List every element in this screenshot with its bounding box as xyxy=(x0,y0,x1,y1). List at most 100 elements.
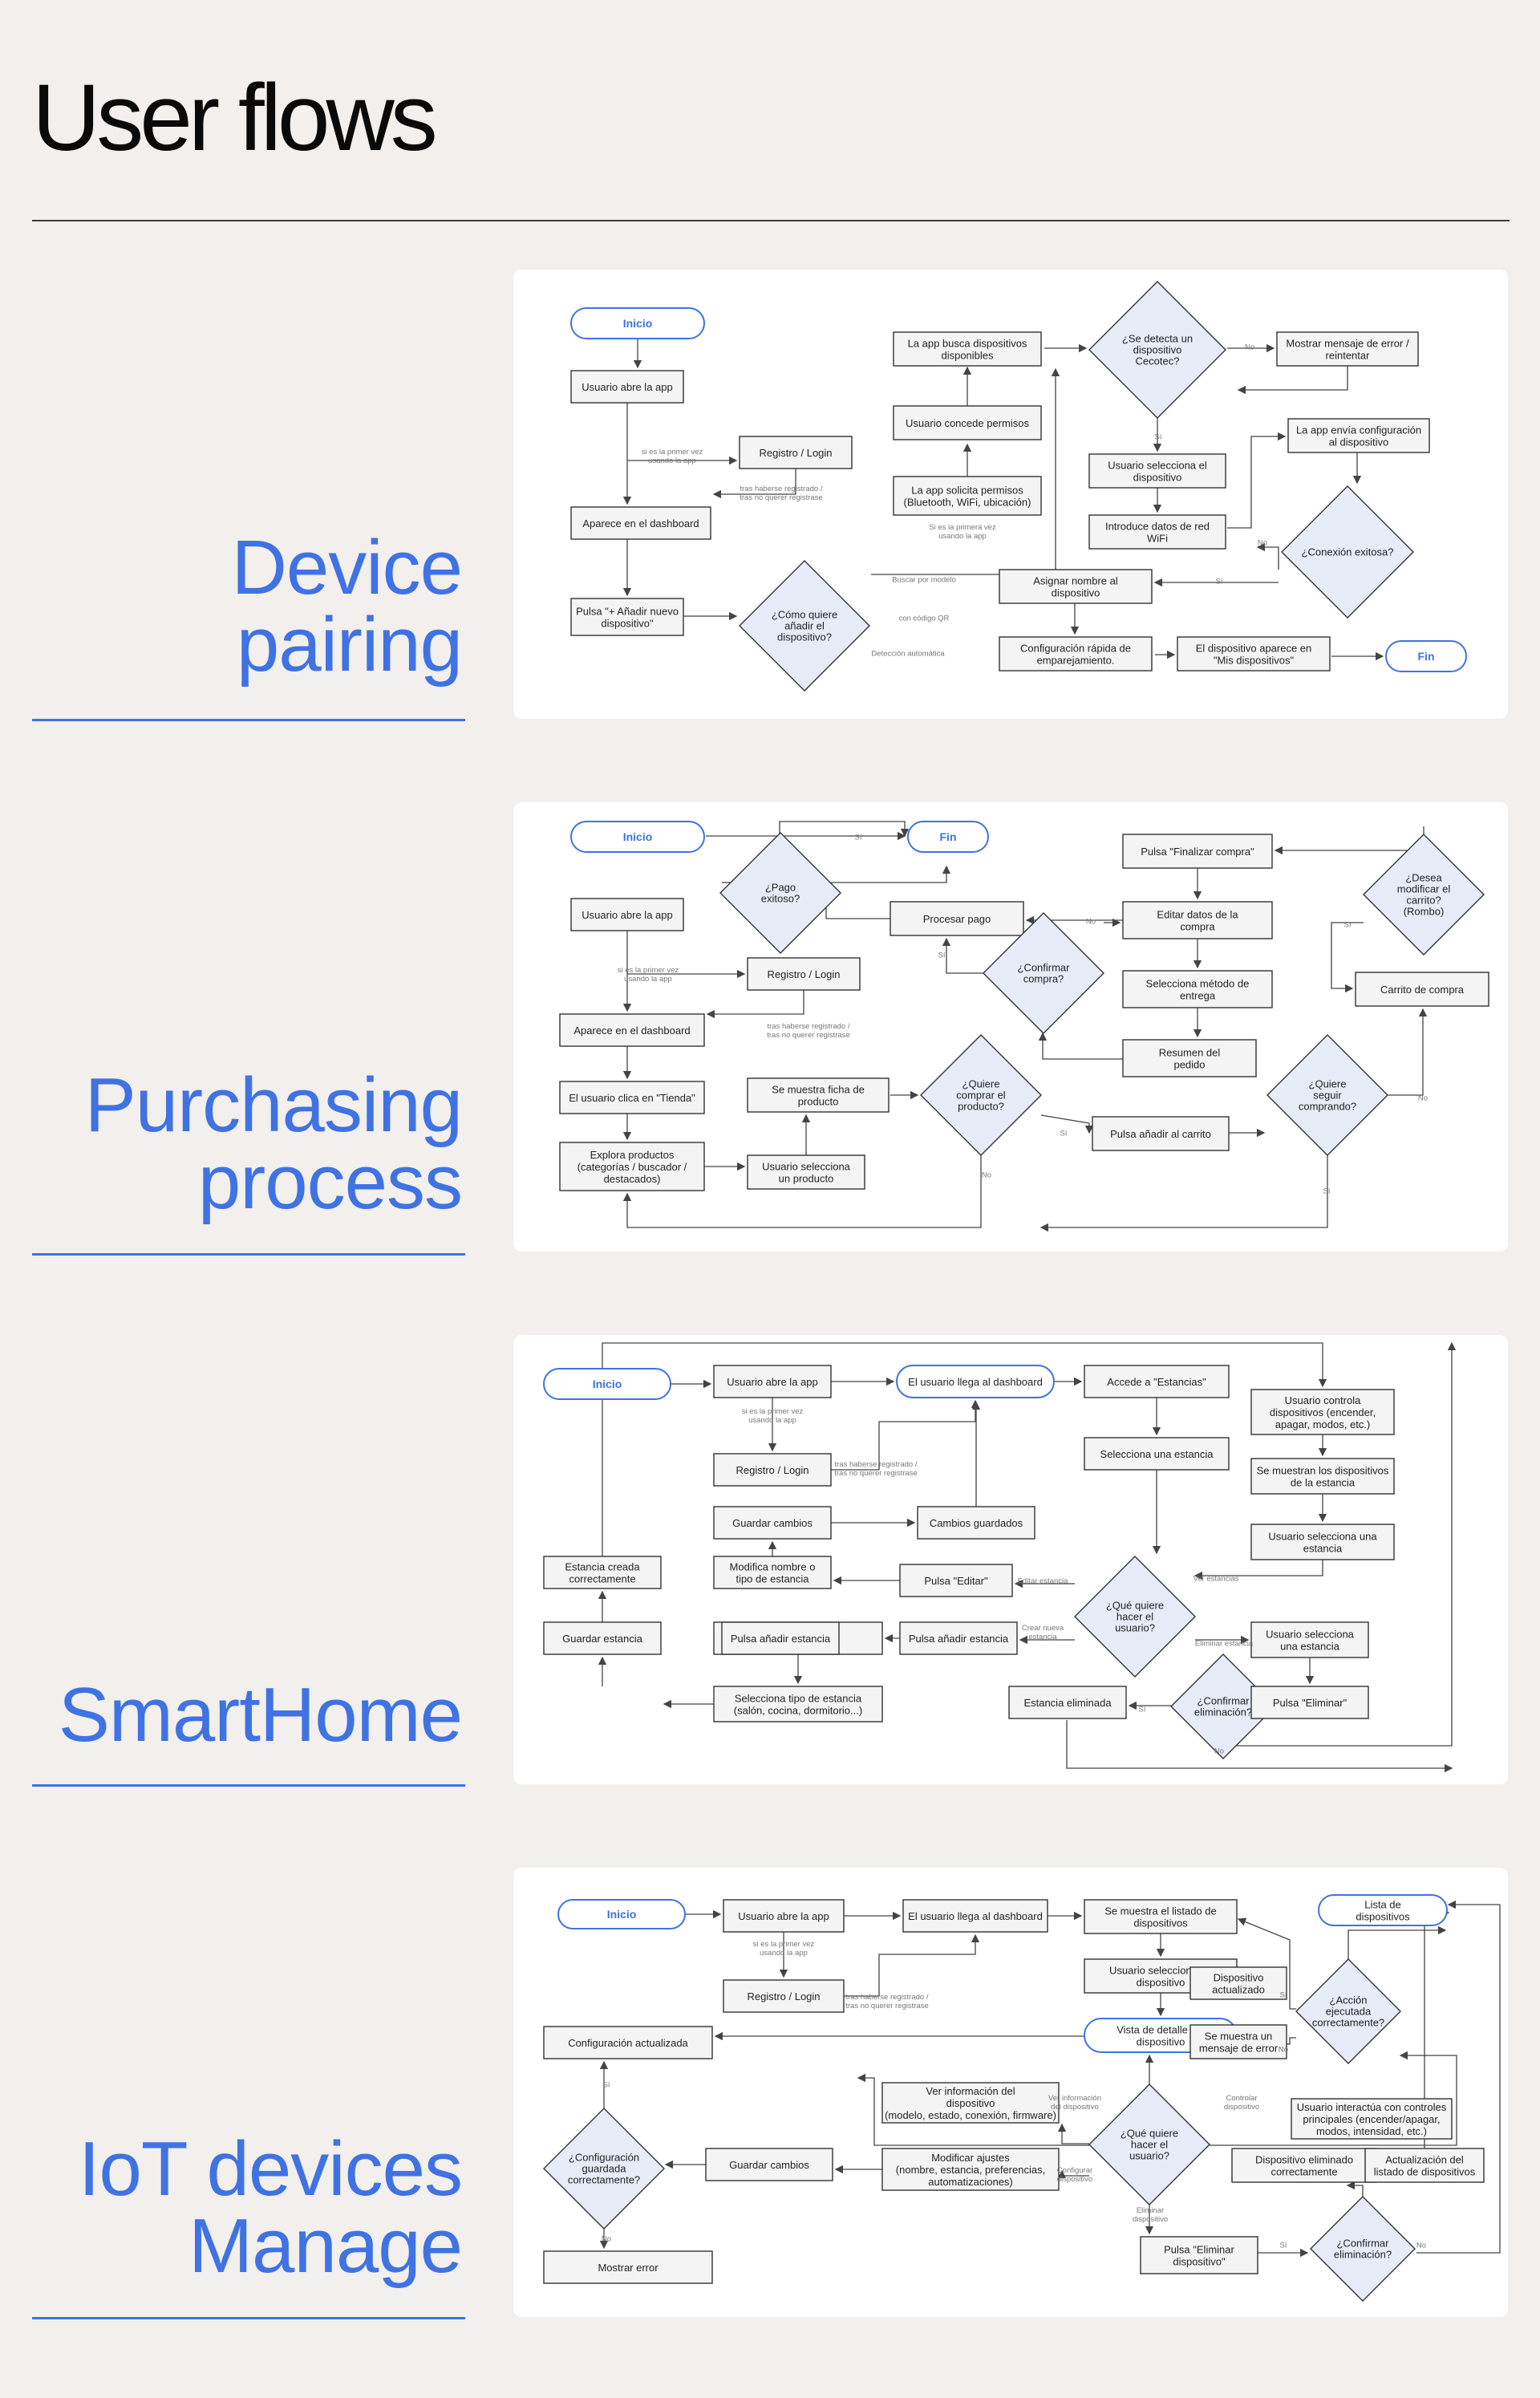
flow-connector xyxy=(1256,542,1279,570)
node-label: Registro / Login xyxy=(747,1990,820,2002)
node-label: El usuario clica en "Tienda" xyxy=(569,1092,695,1104)
edge-label: Sí xyxy=(603,2081,610,2090)
section-divider xyxy=(32,2317,465,2319)
node-label: apagar, modos, etc.) xyxy=(1275,1418,1371,1430)
node-label: Pulsa "Eliminar xyxy=(1164,2243,1234,2255)
node-label: dispositivos xyxy=(1133,1917,1188,1929)
node-label: compra xyxy=(1180,920,1215,932)
node-label: Modificar ajustes xyxy=(931,2152,1010,2164)
process-node xyxy=(1122,1039,1257,1077)
node-label: modificar el xyxy=(1397,883,1451,895)
edge-label: Sí xyxy=(938,951,946,960)
node-label: guardada xyxy=(582,2163,627,2175)
node-label: Carrito de compra xyxy=(1380,984,1465,996)
node-label: Asignar nombre al xyxy=(1033,574,1118,586)
edge-label: usando la app xyxy=(938,532,987,541)
process-node xyxy=(1250,1621,1369,1658)
node-label: Mostrar mensaje de error / xyxy=(1286,337,1409,349)
edge-label: si es la primer vez xyxy=(753,1940,815,1949)
node-label: El dispositivo aparece en xyxy=(1196,642,1312,654)
node-label: Usuario selecciona el xyxy=(1108,459,1207,471)
node-label: usuario? xyxy=(1129,2150,1169,2162)
node-label: al dispositivo xyxy=(1329,436,1388,448)
edge-label: usando la app xyxy=(624,975,672,984)
node-label: eliminación? xyxy=(1194,1706,1252,1718)
edge-label: No xyxy=(1214,1747,1224,1756)
node-label: Fin xyxy=(1418,650,1435,663)
edge-label: tras no querer registrase xyxy=(767,1031,850,1040)
node-label: destacados) xyxy=(604,1173,661,1185)
edge-label: Crear nueva xyxy=(1022,1624,1064,1633)
section-title-line: IoT devices xyxy=(78,2126,463,2212)
node-label: Accede a "Estancias" xyxy=(1107,1376,1206,1388)
node-label: La app solicita permisos xyxy=(911,484,1023,496)
process-node xyxy=(893,476,1042,516)
process-node xyxy=(881,2082,1060,2124)
process-node xyxy=(705,2148,833,2181)
node-label: emparejamiento. xyxy=(1037,654,1115,666)
process-node xyxy=(881,2148,1060,2191)
process-node xyxy=(1122,901,1273,939)
process-node xyxy=(747,1154,865,1190)
process-node xyxy=(917,1506,1035,1540)
node-label: dispositivos xyxy=(1356,1910,1410,1922)
node-label: tipo de estancia xyxy=(736,1572,809,1584)
node-label: añadir el xyxy=(784,620,825,632)
node-label: listado de dispositivos xyxy=(1374,2165,1476,2177)
edge-label: Sí xyxy=(855,834,862,842)
node-label: "Mis dispositivos" xyxy=(1214,654,1295,666)
edge-label: tras haberse registrado / xyxy=(740,485,823,493)
process-node xyxy=(747,957,861,991)
edge-label: Sí xyxy=(1139,1706,1146,1714)
node-label: (categorías / buscador / xyxy=(578,1161,687,1173)
node-label: Inicio xyxy=(593,1378,622,1390)
title-divider xyxy=(32,220,1510,221)
process-node xyxy=(1250,1458,1395,1495)
node-label: Resumen del xyxy=(1159,1046,1221,1058)
node-label: Registro / Login xyxy=(767,968,840,980)
process-node xyxy=(570,506,711,540)
node-label: WiFi xyxy=(1147,532,1168,544)
process-node xyxy=(543,2250,713,2284)
node-label: ¿Quiere xyxy=(1309,1078,1347,1090)
section-title-device-pairing: Device pairing xyxy=(232,530,463,684)
section-divider xyxy=(32,1253,465,1256)
process-node xyxy=(1084,1899,1238,1934)
node-label: Ver información del xyxy=(926,2085,1015,2097)
terminal-node xyxy=(570,307,705,339)
section-title-purchasing-process: Purchasing process xyxy=(85,1067,463,1221)
flow-connector xyxy=(1057,2169,1089,2179)
node-label: Dispositivo eliminado xyxy=(1255,2153,1353,2165)
flow-connector xyxy=(1194,1560,1323,1580)
node-label: reintentar xyxy=(1326,349,1371,361)
node-label: comprando? xyxy=(1299,1101,1356,1113)
process-node xyxy=(1287,418,1430,453)
process-node xyxy=(899,1564,1013,1597)
process-node xyxy=(1355,972,1489,1007)
node-label: estancia xyxy=(1303,1542,1343,1554)
process-node xyxy=(739,436,853,469)
node-label: mensaje de error xyxy=(1199,2042,1279,2054)
edge-label: Configurar xyxy=(1057,2166,1092,2175)
section-title-iot-devices-manage: IoT devices Manage xyxy=(78,2126,463,2285)
process-node xyxy=(890,901,1024,936)
process-node xyxy=(723,1899,845,1933)
process-node xyxy=(1189,2024,1287,2059)
node-label: disponibles xyxy=(941,349,994,361)
flow-connector xyxy=(831,1399,980,1471)
node-label: Pulsa añadir estancia xyxy=(909,1633,1009,1645)
node-label: seguir xyxy=(1313,1089,1342,1102)
flow-connector xyxy=(1040,1114,1094,1134)
section-divider xyxy=(32,1784,465,1787)
edge-label: tras haberse registrado / xyxy=(835,1460,918,1469)
terminal-node xyxy=(907,821,989,853)
edge-label: Ver estancias xyxy=(1193,1575,1238,1584)
node-label: usuario? xyxy=(1115,1622,1155,1634)
node-label: Registro / Login xyxy=(759,447,832,459)
section-title-line: SmartHome xyxy=(58,1672,463,1758)
node-label: Guardar cambios xyxy=(732,1517,813,1529)
edge-label: si es la primer vez xyxy=(642,448,703,456)
process-node xyxy=(543,1556,662,1589)
